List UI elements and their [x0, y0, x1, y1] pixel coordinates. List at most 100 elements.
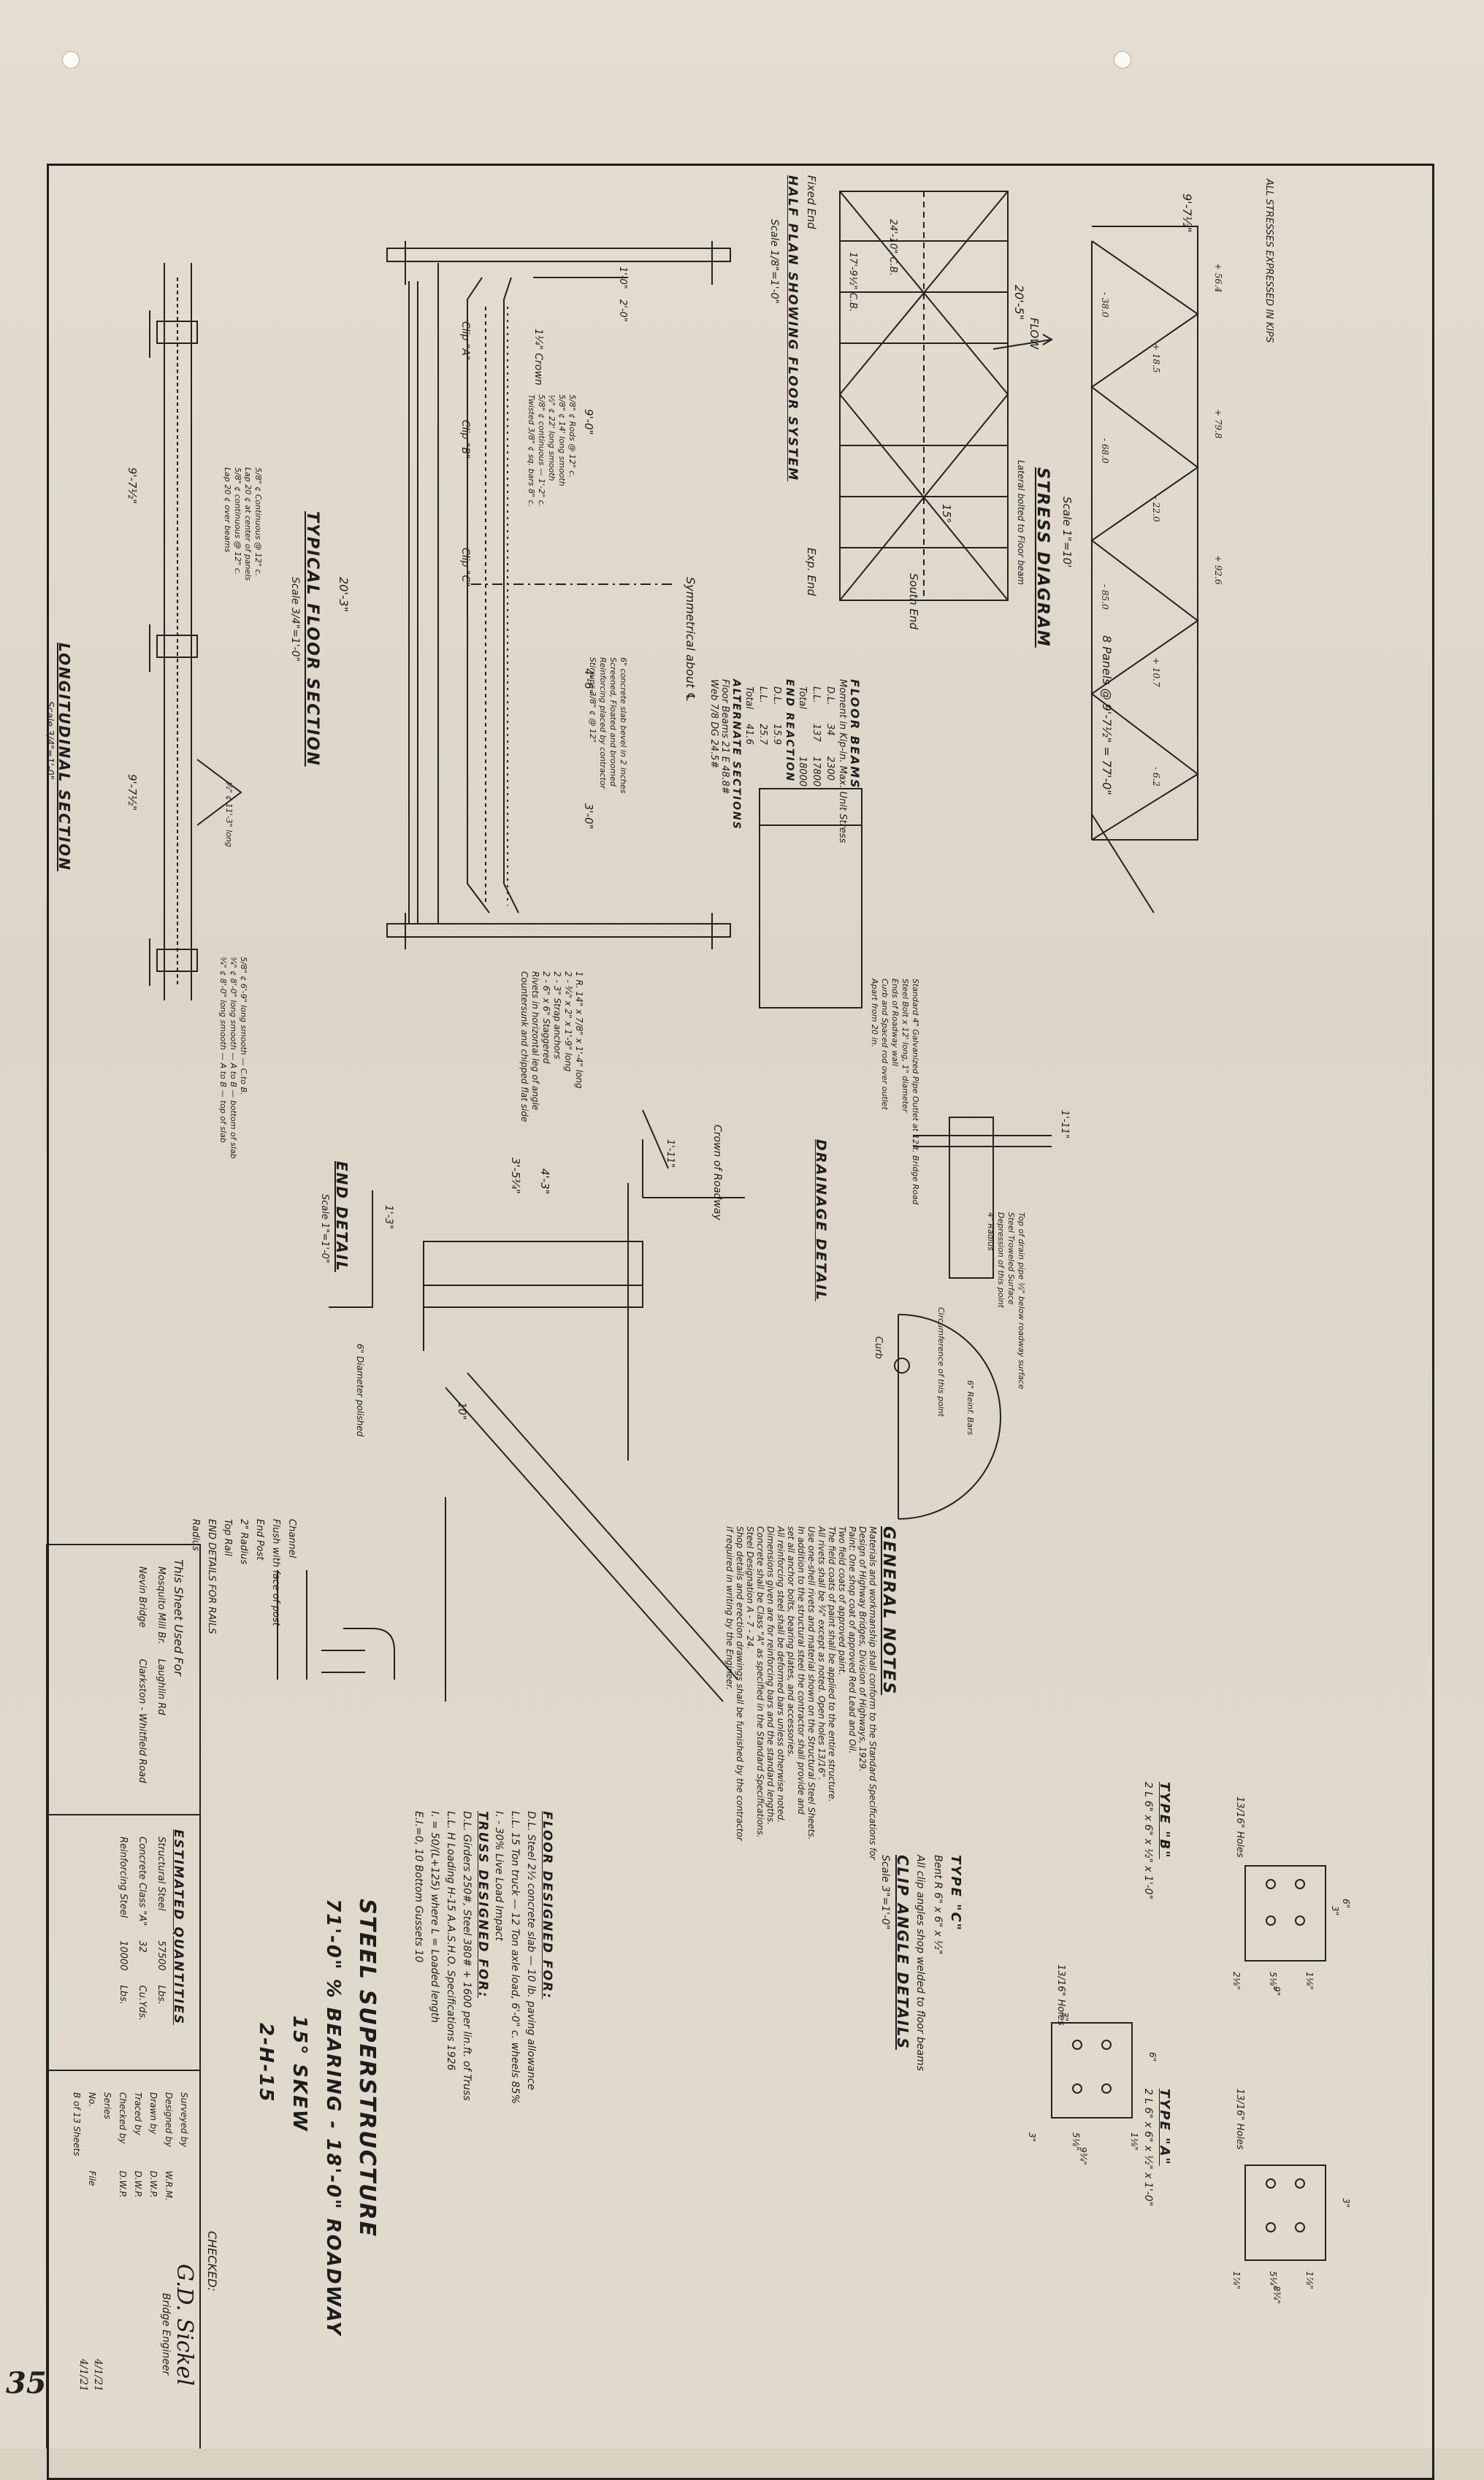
alternate-sections-heading: ALTERNATE SECTIONS [730, 679, 742, 830]
floor-section-notes: 5/8" ¢ Rods @ 12" c. 5/8" ¢ 14' long smo… [526, 394, 577, 507]
clip-dim: 3" [1330, 1906, 1340, 1916]
stress-diagram-top-note: ALL STRESSES EXPRESSED IN KIPS [1263, 179, 1274, 343]
checked-label: CHECKED: [205, 2231, 219, 2292]
end-detail-dim: 1'-11" [665, 1139, 676, 1168]
member-stress-label: - 68.0 [1100, 438, 1110, 464]
clip-dim: 9¾" [1078, 2147, 1088, 2165]
general-note-line: Materials and workmanship shall conform … [868, 1526, 878, 1860]
clip-dim: 6" [1147, 2052, 1158, 2062]
member-stress-label: + 79.8 [1213, 409, 1223, 439]
clip-dim: 1⅛" [1304, 1972, 1315, 1990]
floor-section-width: 20'-3" [337, 577, 351, 613]
general-note-line: Steel Designation A - 7 - 24. [745, 1526, 755, 1650]
longitudinal-note: ¾" ¢ 8'-0" long smooth — A to B — top of… [218, 957, 228, 1143]
floor-section-dim: 9'-0" [582, 409, 595, 435]
floor-section-note: 6" concrete slab bevel in 2 inches [619, 657, 628, 794]
truss-designed-line: I. = 50/(L+125) where L = Loaded length [429, 1811, 440, 2023]
drawing-span: 71'-0" % BEARING - 18'-0" ROADWAY [322, 1899, 344, 2337]
floor-section-title: TYPICAL FLOOR SECTION [303, 511, 321, 767]
half-plan-angle: 15° [940, 504, 953, 524]
drainage-title: DRAINAGE DETAIL [813, 1139, 829, 1302]
rail-end-details [277, 1570, 395, 1680]
table-row: Series [102, 2092, 112, 2119]
general-note-line: Two field coats of approved paint. [837, 1526, 847, 1675]
drainage-note: Ends of Roadway wall [890, 979, 900, 1066]
drainage-note: Steel Bolt x 12' long, 1" diameter [900, 979, 910, 1113]
half-plan-scale: Scale 1/8"=1'-0" [768, 219, 780, 304]
drainage-top-dim: 1'-11" [1059, 1110, 1070, 1139]
general-note-line: Use one-shell rivets and material shown … [806, 1526, 816, 1840]
end-detail-note: Countersunk and chipped flat side [519, 971, 529, 1122]
end-detail-crown: Crown of Roadway [711, 1125, 723, 1220]
clip-dim: 3" [1027, 2132, 1037, 2143]
floor-section-dim: 2'-0" [617, 299, 628, 322]
floor-section-clip-c: Clip "C" [459, 548, 471, 587]
floor-section-symmetrical: Symmetrical about ℄ [684, 577, 697, 703]
longitudinal-note: ¾" ¢ 8'-0" long smooth — A to B — bottom… [229, 957, 238, 1159]
stress-diagram-panels: 8 Panels @ 9'-7½" = 77'-0" [1100, 635, 1114, 795]
half-plan-floor-system [839, 191, 1053, 601]
rail-note: Top Rail [222, 1519, 233, 1556]
drainage-note: Apart from 20 in. [870, 979, 879, 1047]
longitudinal-scale: Scale 3/4"=1'-0" [44, 701, 55, 780]
clip-dim: 1⅛" [1129, 2132, 1139, 2151]
stress-diagram-top-dim: 9'-7½" [1180, 194, 1194, 233]
half-plan-exp-end: Exp. End [805, 548, 818, 596]
end-detail-title: END DETAIL [333, 1161, 351, 1272]
type-a-holes: 13/16" Holes [1234, 2089, 1245, 2150]
floor-section-note: 5/8" ¢ continuous — 1'-2" c. [537, 394, 546, 508]
drainage-note: Depression of this point [996, 1212, 1006, 1308]
drainage-note: Steel Troweled Surface [1006, 1212, 1016, 1305]
clip-dim: 1⅞" [1304, 2271, 1315, 2289]
member-stress-label: + 56.4 [1213, 263, 1223, 293]
longitudinal-notes-bottom: 5/8" ¢ 6'-9" long smooth — C.to B. ¾" ¢ … [218, 957, 248, 1159]
sheet-used-heading: This Sheet Used For [172, 1559, 186, 1676]
table-row: Surveyed by [179, 2092, 189, 2148]
type-a-spec: 2 L 6" x 6" x ½" x 1'-0" [1142, 2089, 1154, 2207]
half-plan-fixed-end: Fixed End [805, 175, 818, 229]
clip-dim: 6" [1341, 1899, 1351, 1909]
floor-section-clip-a: Clip "A" [459, 321, 471, 361]
end-detail-dim: 1'-3" [383, 1205, 394, 1230]
sheet-used-table: Mosquito Mill Br.Laughlin Rd Nevin Bridg… [132, 1559, 170, 1791]
general-note-line: All rivets shall be ¾" except as noted. … [816, 1526, 827, 1780]
half-plan-top-dim: 20'-5" [1012, 285, 1026, 321]
clip-angle-scale: Scale 3"=1'-0" [879, 1855, 891, 1930]
drainage-note: Top of drain pipe ½" below roadway surfa… [1017, 1212, 1026, 1390]
clip-angle-heading: TYPE "C" Bent R 6" x 6" x ½" All clip an… [876, 1855, 964, 2071]
general-note-line: Shop details and erection drawings shall… [735, 1526, 745, 1841]
half-plan-title: HALF PLAN SHOWING FLOOR SYSTEM [785, 175, 800, 482]
drainage-note: Curb and Spaced rod over outlet [880, 979, 890, 1110]
end-detail-note: 2 - ¾" x 2" x 1'-9" long [563, 971, 573, 1072]
floor-section-dim: 1'-0" [617, 267, 628, 289]
end-detail [329, 1109, 745, 1702]
clip-dim: 9" [1271, 1986, 1282, 1997]
longitudinal-note: 5/8" ¢ Continuous @ 12" c. [253, 467, 263, 576]
general-note-line: Design of Highway Bridges, Division of H… [857, 1526, 868, 1772]
truss-designed-line: E.I.=0, 10 Bottom Gussets 10 [413, 1811, 424, 1963]
longitudinal-note: 5/8" ¢ 6'-9" long smooth — C.to B. [239, 957, 248, 1095]
half-plan-flow: FLOW [1028, 318, 1041, 350]
typical-floor-section [386, 241, 731, 949]
signature-title: Bridge Engineer [160, 2293, 172, 2376]
end-detail-dim: 10" [456, 1402, 467, 1420]
clip-dim: 3" [1341, 2198, 1351, 2208]
general-note-line: Concrete shall be Class "A" as specified… [755, 1526, 765, 1838]
sheet-used-for: This Sheet Used For Mosquito Mill Br.Lau… [132, 1559, 186, 1791]
drawing-number: 2-H-15 [255, 2023, 277, 2103]
floor-designed-line: L.L. 15 Ton truck — 12 Ton axle load, 6'… [509, 1811, 521, 2104]
half-plan-dim-2: 17'-9½" C.B. [847, 252, 858, 313]
rail-note: Radius [190, 1519, 201, 1551]
